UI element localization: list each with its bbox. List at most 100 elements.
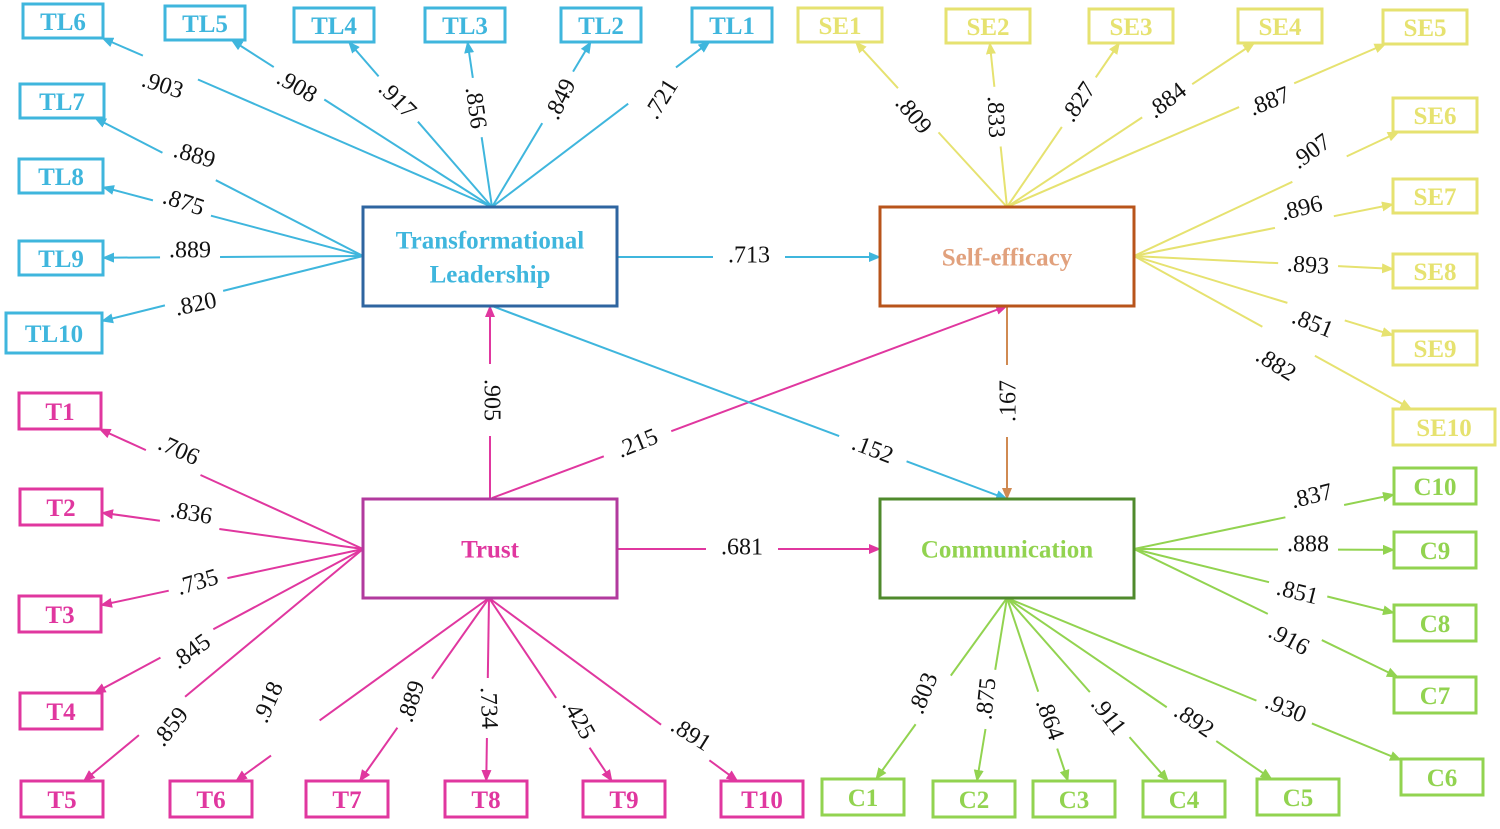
indicator-box [931, 779, 1017, 819]
indicator-box [944, 7, 1032, 45]
indicator-box [1391, 96, 1479, 134]
path-coefficient-se-comm: .167 [996, 380, 1022, 422]
indicator-label: C3 [1059, 787, 1090, 814]
indicator-box [443, 779, 529, 819]
path-lines-layer [82, 37, 1413, 782]
loading-line-tl8 [102, 185, 364, 257]
indicator-t2: T2 [18, 487, 104, 527]
loading-line-se8 [1133, 255, 1394, 274]
indicator-box [1391, 329, 1479, 367]
indicator-label: SE6 [1413, 103, 1456, 130]
loading-coefficient-se5: .887 [1245, 82, 1294, 122]
loading-coefficient-tl9: .889 [169, 238, 211, 264]
indicator-box [1391, 407, 1497, 447]
indicator-se7: SE7 [1391, 177, 1479, 215]
indicator-se2: SE2 [944, 7, 1032, 45]
loading-coefficient-c10: .837 [1288, 479, 1335, 514]
indicator-c3: C3 [1031, 779, 1117, 819]
latent-box-se [878, 205, 1136, 308]
loading-coefficient-t4: .845 [166, 629, 215, 675]
latent-trust: Trust [361, 497, 619, 600]
indicator-c10: C10 [1392, 466, 1478, 506]
loading-coefficient-t10: .891 [666, 713, 715, 757]
indicator-label: SE2 [966, 14, 1009, 41]
latent-label-comm: Communication [921, 537, 1093, 564]
indicator-c7: C7 [1392, 675, 1478, 715]
loading-coefficient-c3: .864 [1030, 695, 1069, 743]
loading-line-c9 [1133, 544, 1395, 555]
loading-line-t6 [235, 597, 490, 782]
loading-line-t8 [481, 597, 492, 782]
loading-coefficient-tl6: .903 [138, 67, 186, 105]
loading-line-tl1 [491, 41, 711, 208]
indicator-tl8: TL8 [17, 157, 105, 195]
indicator-box [17, 594, 103, 634]
indicator-box [820, 777, 906, 817]
indicator-tl1: TL1 [690, 6, 774, 44]
indicator-se8: SE8 [1391, 252, 1479, 290]
indicator-box [1255, 777, 1341, 817]
indicator-label: T6 [196, 787, 225, 814]
loading-line-tl9 [102, 252, 364, 263]
indicator-box [21, 2, 105, 40]
loading-line-t3 [100, 548, 364, 608]
indicator-box [581, 779, 667, 819]
indicator-c2: C2 [931, 779, 1017, 819]
loading-line-c2 [973, 597, 1008, 782]
loading-line-se1 [854, 41, 1008, 208]
indicator-box [1392, 466, 1478, 506]
indicator-box [1031, 779, 1117, 819]
indicator-label: TL10 [25, 321, 83, 348]
loading-coefficient-tl4: .917 [373, 76, 421, 124]
indicator-label: T7 [332, 787, 361, 814]
loading-coefficient-se6: .907 [1286, 129, 1335, 175]
indicator-tl6: TL6 [21, 2, 105, 40]
indicator-box [163, 4, 247, 42]
indicator-box [19, 779, 105, 819]
indicator-box [18, 691, 104, 731]
loading-line-c10 [1133, 491, 1395, 550]
latent-box-trust [361, 497, 619, 600]
indicator-label: C1 [848, 785, 879, 812]
loading-line-se7 [1133, 201, 1394, 257]
indicator-tl4: TL4 [292, 6, 376, 44]
indicator-se10: SE10 [1391, 407, 1497, 447]
indicator-label: C7 [1420, 683, 1451, 710]
indicator-label: SE9 [1413, 336, 1456, 363]
latent-label-se: Self-efficacy [942, 245, 1073, 272]
loading-line-t9 [488, 597, 613, 782]
indicator-label: SE1 [818, 13, 861, 40]
indicator-tl7: TL7 [18, 82, 106, 120]
indicator-label: C5 [1283, 785, 1314, 812]
indicator-t1: T1 [17, 391, 103, 431]
indicator-box [18, 487, 104, 527]
indicator-c4: C4 [1141, 779, 1227, 819]
loading-line-tl5 [230, 39, 493, 208]
loading-line-t7 [358, 597, 490, 782]
indicator-label: SE7 [1413, 184, 1456, 211]
indicator-tl2: TL2 [559, 6, 643, 44]
indicator-t8: T8 [443, 779, 529, 819]
loading-coefficient-tl7: .889 [171, 137, 219, 174]
indicator-tl3: TL3 [423, 6, 507, 44]
loading-line-t5 [82, 548, 364, 782]
indicator-t7: T7 [304, 779, 390, 819]
indicator-box [1392, 675, 1478, 715]
loading-coefficient-c7: .916 [1264, 618, 1313, 661]
path-coefficient-trust-se: .215 [613, 424, 662, 464]
loading-coefficient-se1: .809 [890, 91, 937, 140]
indicator-box [1399, 757, 1485, 797]
indicator-box [1391, 177, 1479, 215]
indicator-box [719, 779, 805, 819]
indicator-label: TL5 [182, 11, 228, 38]
indicator-label: C10 [1413, 474, 1456, 501]
loading-coefficient-tl1: .721 [640, 75, 684, 124]
loading-coefficient-c1: .803 [904, 669, 944, 718]
loading-line-tl7 [94, 117, 364, 257]
indicator-box [1381, 8, 1469, 46]
indicator-label: SE3 [1109, 14, 1152, 41]
loading-line-se2 [985, 42, 1008, 208]
indicator-t5: T5 [19, 779, 105, 819]
indicator-box [18, 82, 106, 120]
